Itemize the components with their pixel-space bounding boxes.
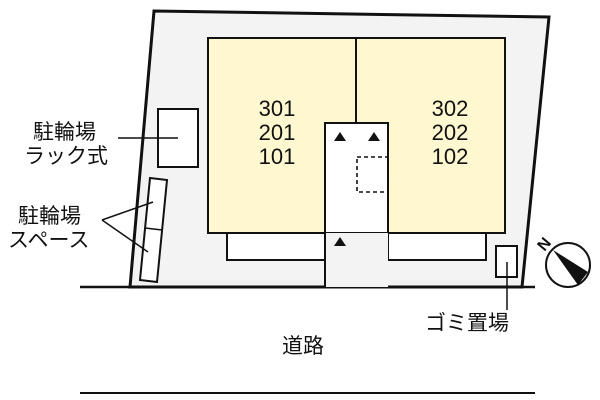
garbage-label: ゴミ置場 <box>425 311 509 335</box>
entrance-marker-icon <box>334 132 346 141</box>
entrance-marker-icon <box>368 132 380 141</box>
bike-space-label-2: スペース <box>8 228 90 252</box>
balcony-left <box>226 232 326 261</box>
entrance-marker-icon <box>334 237 346 246</box>
bike-space <box>138 176 169 284</box>
bike-space-label-1: 駐輪場 <box>18 204 81 228</box>
unit-101: 101 <box>258 144 296 169</box>
bike-rack-label-1: 駐輪場 <box>33 120 96 144</box>
dashed-area <box>356 156 389 193</box>
unit-202: 202 <box>431 120 469 145</box>
unit-102: 102 <box>431 144 469 169</box>
bike-rack-label-2: ラック式 <box>24 144 108 168</box>
unit-201: 201 <box>258 120 296 145</box>
north-compass-icon: N <box>534 235 591 288</box>
road-label: 道路 <box>282 334 324 358</box>
unit-301: 301 <box>258 96 296 121</box>
stair-hall-lower <box>325 233 388 287</box>
unit-302: 302 <box>431 96 469 121</box>
balcony-right <box>387 232 487 261</box>
